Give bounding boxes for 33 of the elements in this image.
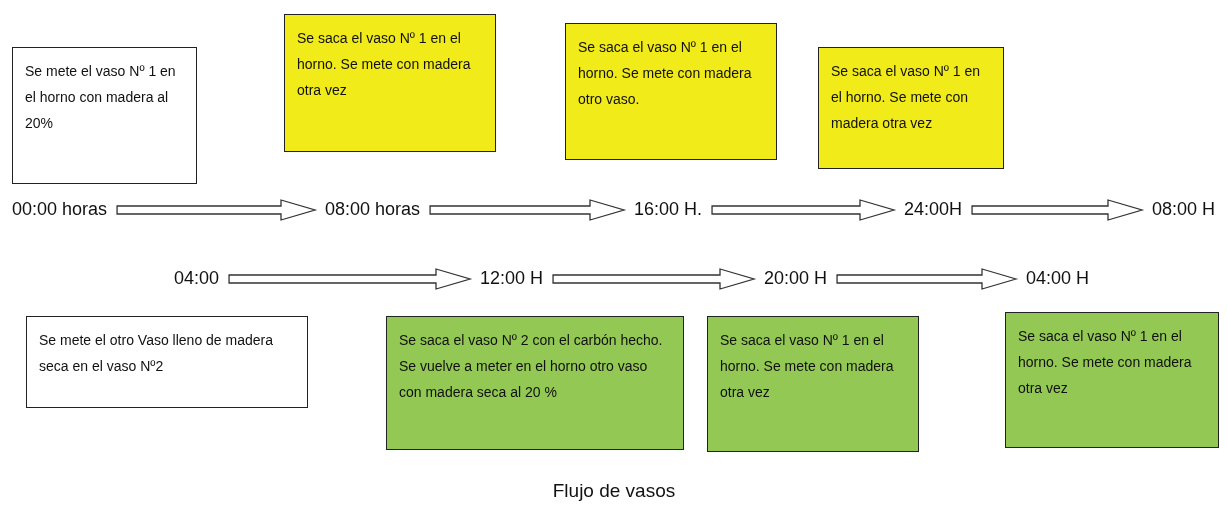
time-label: 04:00	[174, 267, 220, 289]
time-label: 16:00 H.	[634, 198, 703, 220]
note-box	[12, 47, 197, 184]
time-label: 00:00 horas	[12, 198, 108, 220]
time-label: 12:00 H	[480, 267, 544, 289]
note-text: Se saca el vaso Nº 1 en el horno. Se mete con madera otra vez	[297, 29, 472, 100]
block-arrow	[228, 268, 473, 290]
time-label: 04:00 H	[1026, 267, 1090, 289]
note-box	[26, 316, 308, 408]
note-box	[818, 47, 1004, 169]
block-arrow	[552, 268, 757, 290]
note-text: Se saca el vaso Nº 2 con el carbón hecho. Se vuelve a meter en el horno otro vaso con madera seca al 20 %	[399, 331, 664, 402]
note-text: Se saca el vaso Nº 1 en el horno. Se mete con madera otra vez	[720, 331, 895, 402]
block-arrow	[971, 199, 1145, 221]
block-arrow	[429, 199, 627, 221]
note-box	[1005, 312, 1219, 448]
note-box	[386, 316, 684, 450]
block-arrow	[836, 268, 1019, 290]
time-label: 24:00H	[904, 198, 963, 220]
note-text: Se saca el vaso Nº 1 en el horno. Se mete con madera otra vez	[831, 62, 982, 133]
note-text: Se saca el vaso Nº 1 en el horno. Se mete con madera otra vez	[1018, 327, 1193, 398]
note-text: Se mete el vaso Nº 1 en el horno con madera al 20%	[25, 62, 177, 133]
note-text: Se mete el otro Vaso lleno de madera seca en el vaso Nº2	[39, 331, 274, 376]
note-box	[565, 23, 777, 160]
note-box	[707, 316, 919, 452]
time-label: 20:00 H	[764, 267, 828, 289]
time-label: 08:00 horas	[325, 198, 421, 220]
caption: Flujo de vasos	[552, 480, 676, 501]
note-text: Se saca el vaso Nº 1 en el horno. Se mete con madera otro vaso.	[578, 38, 753, 109]
block-arrow	[711, 199, 897, 221]
block-arrow	[116, 199, 318, 221]
note-box	[284, 14, 496, 152]
time-label: 08:00 H	[1152, 198, 1216, 220]
